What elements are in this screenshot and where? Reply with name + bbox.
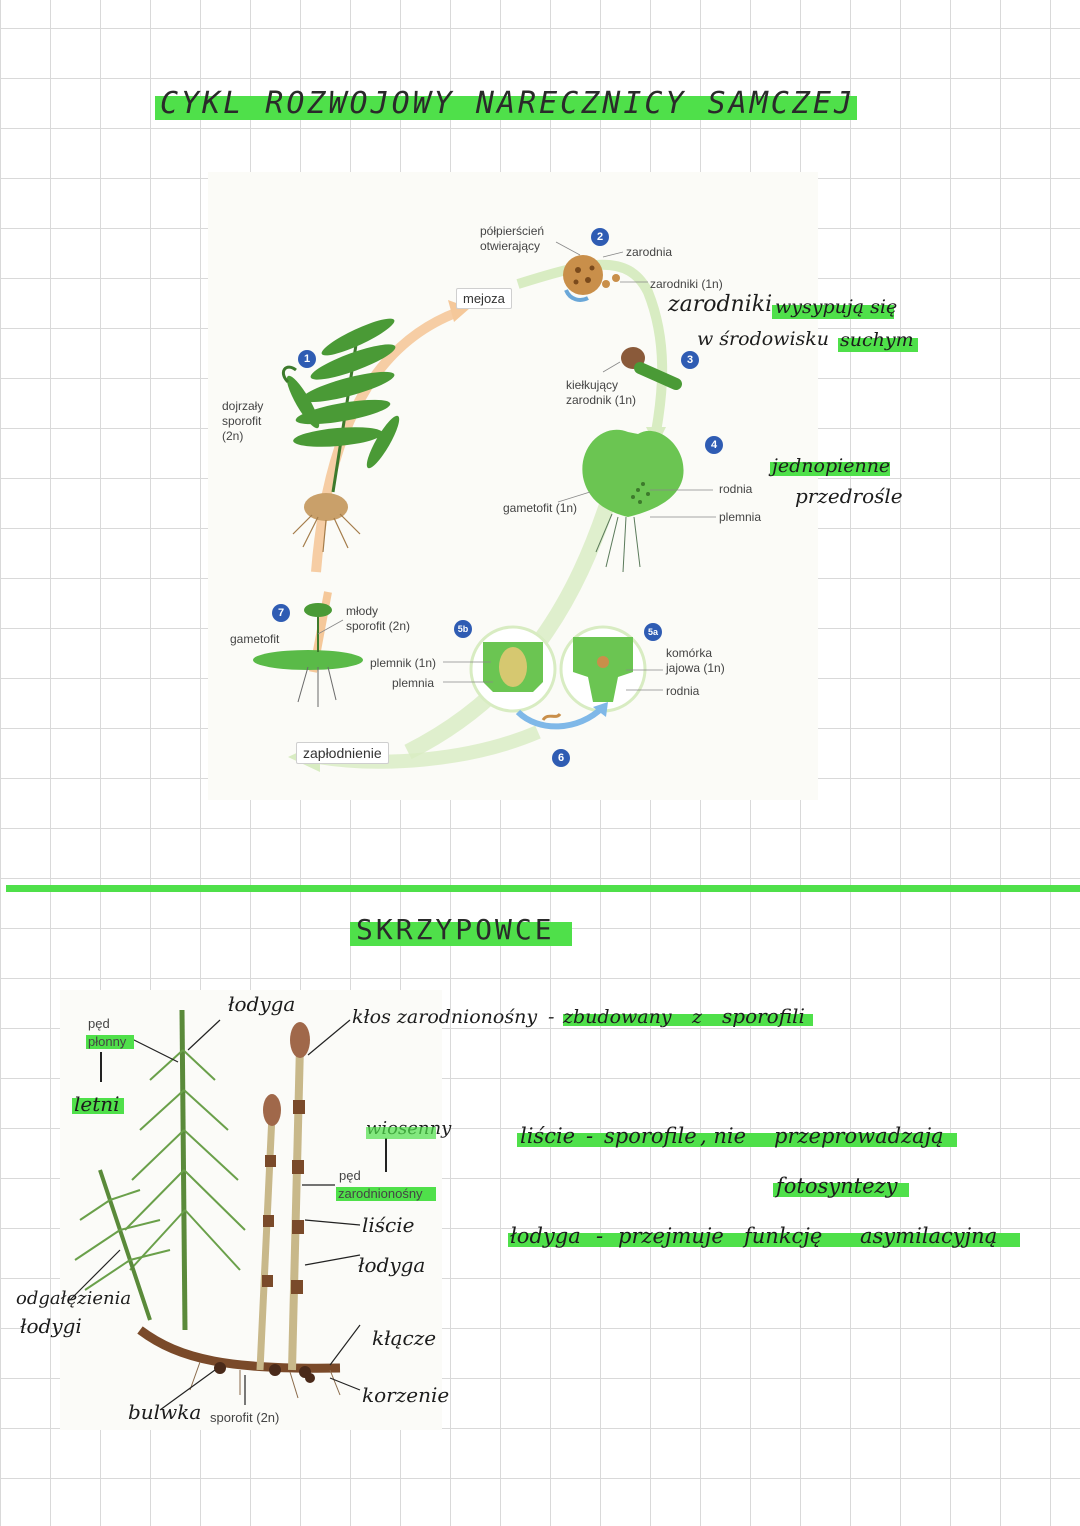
lodyga-dash: - — [596, 1224, 604, 1248]
zbudowany-highlight — [563, 1014, 813, 1026]
mlody-sporofit-label: młody sporofit (2n) — [346, 604, 411, 633]
nie-text: , nie — [700, 1124, 747, 1148]
dojrzaly-label: dojrzały sporofit (2n) — [222, 399, 264, 443]
page-title: CYKL ROZWOJOWY NARECZNICY SAMCZEJ — [160, 86, 856, 121]
note-highlight-2 — [838, 338, 918, 352]
wiosenny-connector — [385, 1138, 387, 1172]
polpierscien-label: półpierścień otwierający — [480, 224, 545, 253]
liscie-note: liście — [362, 1213, 415, 1237]
bulwka-note: bulwka — [128, 1400, 202, 1424]
note-srodowisku: w środowisku — [697, 328, 830, 350]
plonny-label: płonny — [88, 1034, 127, 1049]
young-sporophyte-art — [253, 603, 363, 707]
plemnia2-label: plemnia — [392, 676, 435, 690]
zaplodnienie-label: zapłodnienie — [296, 742, 389, 764]
letni-connector — [100, 1052, 102, 1082]
antheridium-art — [469, 625, 557, 713]
plonny-highlight — [86, 1035, 134, 1049]
sporangium-art — [563, 255, 620, 302]
fotosyntezy-highlight — [773, 1183, 909, 1197]
sporofit-label: sporofit (2n) — [210, 1410, 280, 1425]
sporofile-text: sporofile — [604, 1124, 697, 1148]
lodyga-text: łodyga — [510, 1224, 581, 1248]
klos-note: kłos zarodnionośny — [352, 1006, 538, 1028]
skrzypowce-highlight — [350, 922, 572, 946]
przejmuje-text: przejmuje — [618, 1224, 724, 1248]
klos-dash: - — [548, 1006, 555, 1028]
ped2-label: pęd — [339, 1168, 361, 1183]
section-title-skrzypowce: SKRZYPOWCE — [356, 913, 555, 946]
liscie-line-highlight — [517, 1133, 957, 1147]
kielkujacy-label: kiełkujący zarodnik (1n) — [566, 378, 637, 407]
zarodnionosny-highlight — [336, 1187, 436, 1201]
asymilacyjna-text: asymilacyjną — [860, 1224, 998, 1248]
horsetail-art — [69, 1009, 361, 1411]
note-suchym: suchym — [840, 329, 914, 351]
sporofili-note: sporofili — [722, 1004, 805, 1028]
gametofit-small-label: gametofit — [230, 632, 280, 646]
fotosyntezy-text: fotosyntezy — [776, 1174, 898, 1198]
note-zarodniki: zarodniki — [668, 292, 773, 317]
funkcje-text: funkcję — [744, 1224, 823, 1248]
lodyga-line-highlight — [508, 1233, 1020, 1247]
lodyga2-note: łodyga — [358, 1253, 426, 1277]
fern-lifecycle-diagram: mejoza zapłodnienie półpierścień otwiera… — [208, 172, 818, 800]
step-badge-4: 4 — [705, 436, 723, 454]
gametofit-main-label: gametofit (1n) — [503, 501, 578, 515]
step-badge-7: 7 — [272, 604, 290, 622]
note-wysypuja: wysypują się — [775, 296, 898, 318]
lodyga-top-note: łodyga — [228, 992, 296, 1016]
plemnik-label: plemnik (1n) — [370, 656, 437, 670]
letni-highlight — [72, 1098, 124, 1114]
step-badge-3: 3 — [681, 351, 699, 369]
note-highlight-1 — [772, 305, 894, 319]
zarodnionosny-label: zarodnionośny — [338, 1186, 423, 1201]
step-badge-5b: 5b — [454, 620, 472, 638]
zarodniki-label: zarodniki (1n) — [650, 277, 723, 291]
ped-label: pęd — [88, 1016, 110, 1031]
note-jednopienne: jednopienne — [772, 455, 891, 477]
germinating-spore-art — [621, 347, 682, 390]
odgal-note-a: odgałęzienia — [16, 1288, 132, 1309]
rodnia-label: rodnia — [719, 482, 753, 496]
mejoza-label: mejoza — [456, 288, 512, 309]
mature-sporophyte-art — [282, 318, 400, 553]
wiosenny-highlight — [366, 1127, 436, 1139]
note-highlight-3 — [770, 462, 890, 476]
step-badge-5a: 5a — [644, 623, 662, 641]
step-badge-6: 6 — [552, 749, 570, 767]
heart-gametophyte-art — [582, 429, 684, 573]
rodnia2-label: rodnia — [666, 684, 700, 698]
section-divider — [6, 885, 1080, 892]
przeprowadzaja-text: przeprowadzają — [774, 1124, 944, 1148]
note-przedrosle: przedrośle — [795, 484, 903, 508]
klacze-note: kłącze — [372, 1326, 437, 1350]
odgal-note-b: łodygi — [20, 1314, 82, 1338]
step-badge-2: 2 — [591, 228, 609, 246]
liscie-text: liście — [520, 1124, 576, 1148]
step-badge-1: 1 — [298, 350, 316, 368]
title-highlight — [155, 96, 857, 120]
plemnia-label: plemnia — [719, 510, 762, 524]
archegonium-art — [559, 625, 647, 713]
fern-lifecycle-art — [253, 241, 716, 772]
liscie-dash: - — [586, 1124, 594, 1148]
zarodnia-label: zarodnia — [626, 245, 673, 259]
letni-note: letni — [74, 1092, 120, 1116]
komorka-label: komórka jajowa (1n) — [666, 646, 725, 675]
korzenie-note: korzenie — [362, 1383, 450, 1407]
z-note: z — [692, 1006, 703, 1028]
zbudowany-note: zbudowany — [563, 1006, 672, 1028]
horsetail-diagram: pęd płonny sporofit (2n) pęd zarodnionoś… — [60, 990, 442, 1430]
